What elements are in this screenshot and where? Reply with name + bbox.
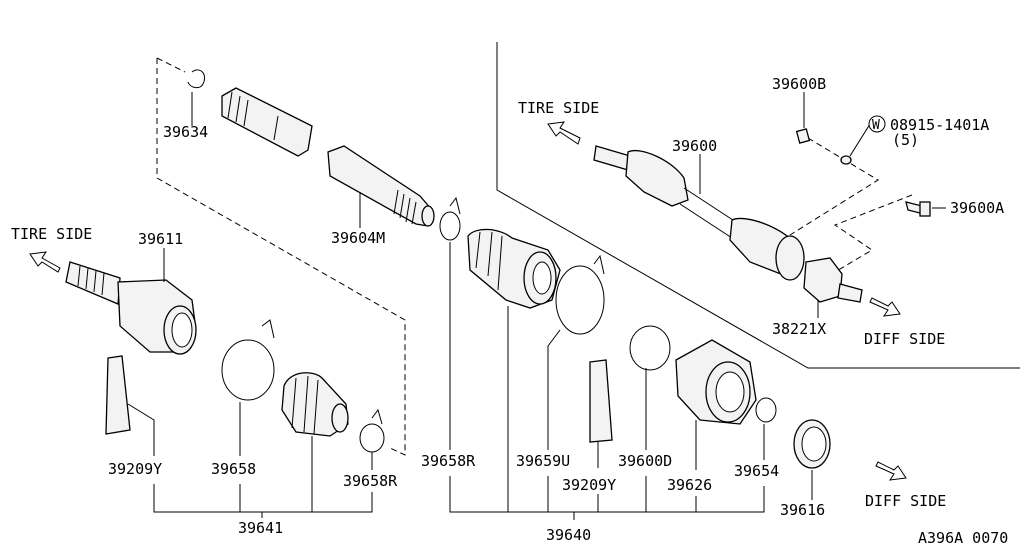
damper-39209Y-left (105, 355, 131, 435)
part-label-39600B: 39600B (772, 75, 826, 93)
snap-ring-39600D (629, 325, 671, 371)
part-label-39600A: 39600A (950, 199, 1004, 217)
band-39658R-left (359, 408, 385, 453)
shaft-39634 (221, 87, 313, 157)
part-label-39640: 39640 (546, 526, 591, 544)
tire-side-arrow-left (29, 251, 61, 273)
flange-38221X (803, 257, 863, 303)
nut-39600B (795, 128, 811, 144)
bracket-39641 (153, 484, 373, 513)
snap-ring-39634 (187, 69, 206, 89)
inset-border (496, 42, 1020, 369)
washer-08915 (840, 155, 852, 165)
part-label-39611: 39611 (138, 230, 183, 248)
part-label-08915-qty: (5) (892, 131, 919, 149)
cv-joint-39611 (65, 261, 197, 355)
snap-ring-39654 (755, 397, 777, 423)
part-label-39654: 39654 (734, 462, 779, 480)
label-diff-side-lower: DIFF SIDE (865, 492, 946, 510)
label-diff-side-upper: DIFF SIDE (864, 330, 945, 348)
diff-side-arrow-lower (875, 461, 907, 481)
driveshaft-assembly-39600 (593, 145, 805, 281)
part-label-39658R-right: 39658R (421, 452, 476, 470)
part-label-39659U: 39659U (516, 452, 570, 470)
part-label-39626: 39626 (667, 476, 712, 494)
cap-39616 (793, 419, 831, 469)
leader-39659U (547, 329, 561, 450)
bolt-leader-dashed (789, 137, 879, 236)
washer-symbol-letter: W (872, 118, 880, 133)
leader-39209Y-left (127, 403, 155, 456)
part-label-39634: 39634 (163, 123, 208, 141)
diff-side-arrow-upper (869, 297, 901, 317)
part-label-39600D: 39600D (618, 452, 672, 470)
part-label-39600: 39600 (672, 137, 717, 155)
part-label-08915-1401A: 08915-1401A (890, 116, 989, 134)
band-39658R-right (439, 196, 461, 241)
boot-39641 (281, 372, 349, 437)
washer-symbol-icon (868, 115, 886, 133)
leader-08915 (849, 123, 871, 157)
part-label-39209Y-left: 39209Y (108, 460, 162, 478)
part-label-39641: 39641 (238, 519, 283, 537)
part-label-39658R-left: 39658R (343, 472, 398, 490)
shaft-39604M (327, 145, 435, 227)
tire-side-arrow-right (547, 121, 581, 145)
boot-band-39658 (221, 319, 275, 401)
part-label-39658: 39658 (211, 460, 256, 478)
part-label-38221X: 38221X (772, 320, 826, 338)
group-outline-dashed-top (156, 57, 186, 73)
bolt-leader-dashed-2 (829, 194, 913, 276)
housing-39626 (675, 339, 757, 425)
label-tire-side-right: TIRE SIDE (518, 99, 599, 117)
bracket-39640 (449, 476, 765, 513)
part-label-39616: 39616 (780, 501, 825, 519)
label-tire-side-left: TIRE SIDE (11, 225, 92, 243)
damper-39209Y-right (589, 359, 613, 443)
bolt-39600A (905, 201, 931, 217)
part-label-39209Y-right: 39209Y (562, 476, 616, 494)
group-outline-dashed (156, 58, 406, 456)
part-label-39604M: 39604M (331, 229, 385, 247)
boot-band-39659U (555, 254, 605, 335)
boot-39640 (467, 228, 561, 309)
diagram-code: A396A 0070 (918, 529, 1008, 547)
